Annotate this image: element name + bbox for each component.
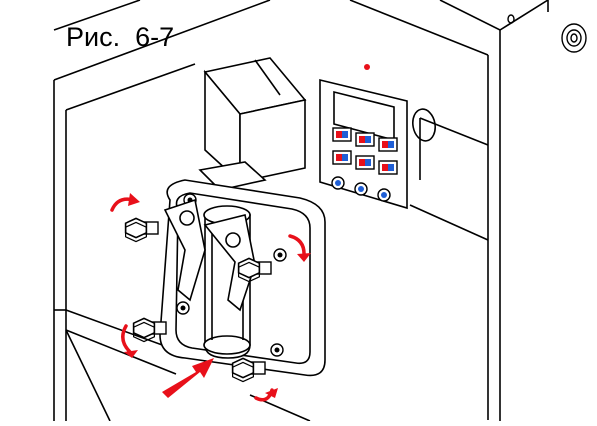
nut-icon [270,343,284,357]
round-button-icon [377,188,391,202]
hex-knob-icon [237,257,272,283]
panel-button-icon [355,155,375,170]
curved-rotation-arrow-icon [288,234,311,262]
curved-rotation-arrow-icon [110,193,140,212]
panel-button-icon [332,127,352,142]
round-button-icon [354,182,368,196]
control-buttons [332,127,398,175]
panel-button-icon [378,160,398,175]
rotation-arrows [110,193,311,402]
nut-icon [176,301,190,315]
panel-button-icon [355,132,375,147]
push-arrow-icon [162,358,214,398]
machine-body [53,0,549,422]
round-button-icon [331,176,345,190]
panel-button-icon [332,150,352,165]
hex-knob-icon [124,217,159,243]
curved-rotation-arrow-icon [121,324,138,358]
curved-rotation-arrow-icon [254,388,278,402]
nut-icon [273,248,287,262]
panel-button-icon [378,137,398,152]
hex-knob-icon [132,317,167,343]
hex-knob-icon [231,357,266,383]
round-buttons [331,176,391,202]
cap-screw-icon [507,14,587,53]
figure-label: Рис. 6-7 [66,22,175,52]
indicator-led [364,64,370,70]
hex-knobs [124,217,272,383]
dispenser-cover [198,57,307,191]
handle-brackets [163,198,256,312]
